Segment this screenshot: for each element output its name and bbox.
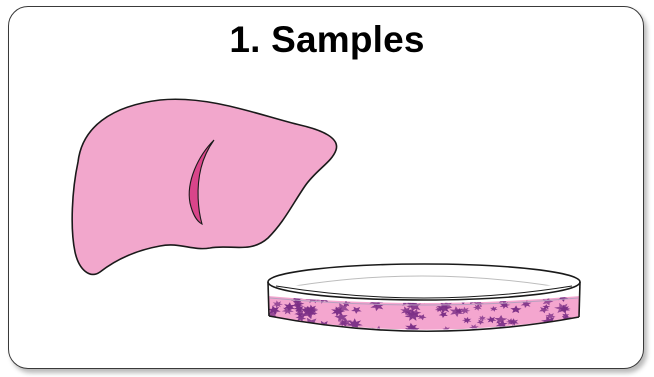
cell xyxy=(291,326,301,333)
cell xyxy=(563,325,573,332)
cell xyxy=(269,319,281,328)
cell xyxy=(302,324,316,334)
cell xyxy=(271,321,283,329)
liver-icon xyxy=(72,99,336,274)
cell xyxy=(289,323,303,332)
petri-dish-icon xyxy=(260,264,590,348)
cell xyxy=(538,326,550,334)
cell xyxy=(523,327,535,335)
liver-shape xyxy=(72,99,336,274)
cell xyxy=(266,326,279,335)
